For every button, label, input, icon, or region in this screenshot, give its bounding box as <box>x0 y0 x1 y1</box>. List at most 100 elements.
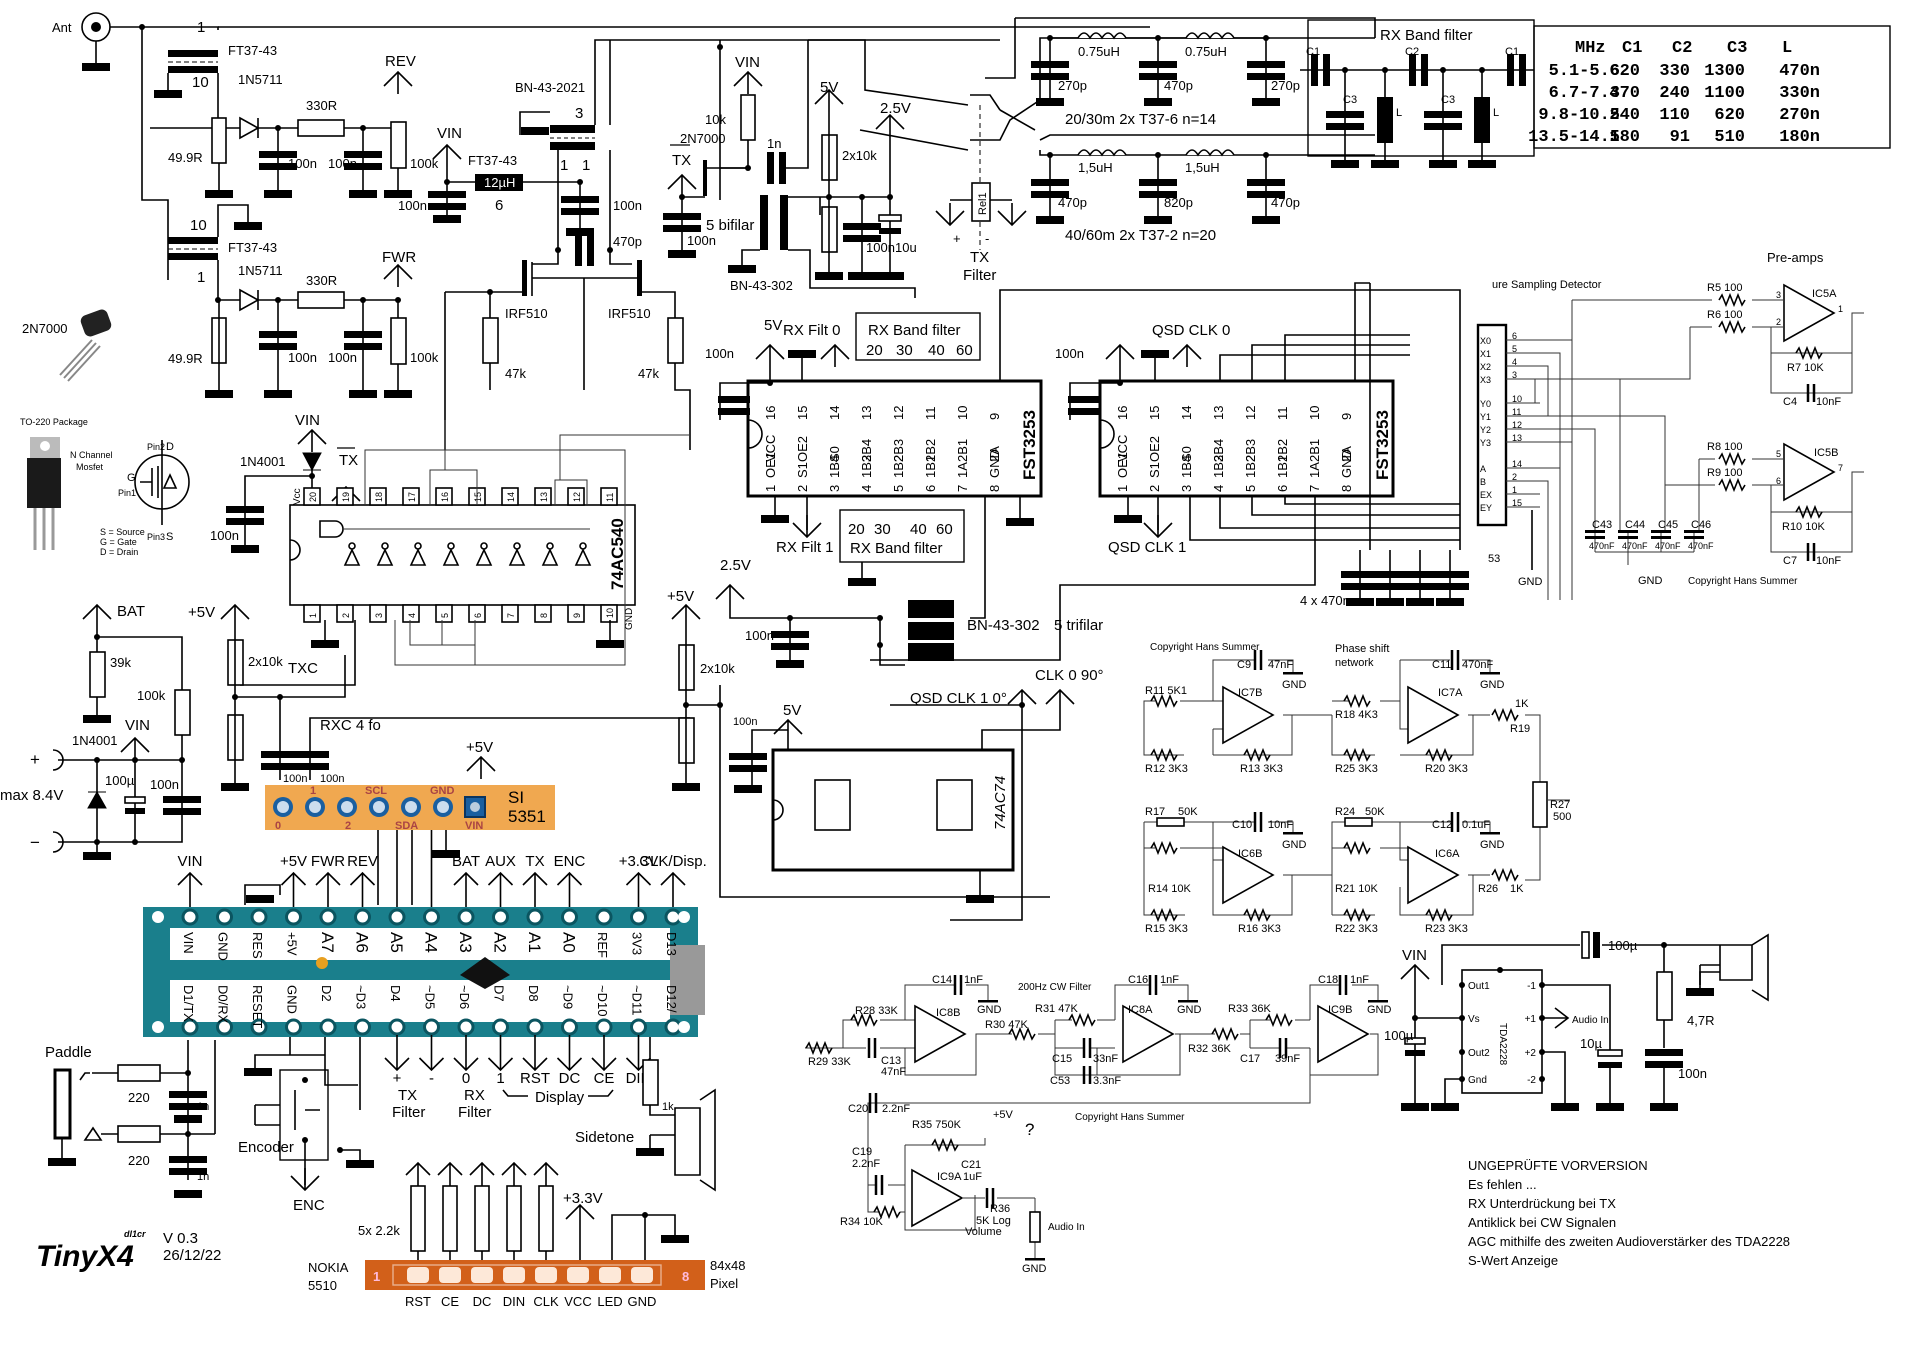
arduino-pin-label: REF <box>595 932 610 958</box>
svg-text:Mosfet: Mosfet <box>76 462 104 472</box>
pin-name: 2A <box>1339 446 1354 462</box>
signal-label: VIN <box>177 853 202 870</box>
svg-text:5K Log: 5K Log <box>976 1215 1011 1227</box>
svg-text:Phase shift: Phase shift <box>1335 643 1389 655</box>
table-cell: 180n <box>1779 128 1820 147</box>
svg-text:C18: C18 <box>1318 974 1338 986</box>
pin-number: 14 <box>1512 459 1522 469</box>
svg-text:100n: 100n <box>733 716 757 728</box>
svg-text:?: ? <box>1025 1120 1034 1139</box>
svg-text:FT37-43: FT37-43 <box>468 153 517 168</box>
pin-name: B <box>1480 477 1486 487</box>
svg-text:R30 47K: R30 47K <box>985 1019 1028 1031</box>
svg-text:RX: RX <box>464 1087 485 1104</box>
detector-caps: C43 C44 C45 C46 470nF 470nF 470nF 470nF … <box>1585 519 1798 587</box>
pin-number: 8 <box>539 613 549 618</box>
svg-text:Filter: Filter <box>458 1104 491 1121</box>
arduino-pin <box>250 908 268 926</box>
signal-arrow-icon <box>384 1035 410 1072</box>
svg-text:470nF: 470nF <box>1462 659 1493 671</box>
ic8b-stage: IC8B C14 1nF GND R28 33K R29 33K C13 47n… <box>805 974 1002 1078</box>
svg-text:+5V: +5V <box>188 604 215 621</box>
arduino-pin <box>526 908 544 926</box>
svg-text:R15 3K3: R15 3K3 <box>1145 923 1188 935</box>
svg-text:+: + <box>30 750 40 769</box>
pin-number: 3 <box>827 485 842 492</box>
pin-number: 11 <box>1275 407 1290 421</box>
tx-filter-band-a: 0.75uH 0.75uH 270p 470p 270p 20/30m 2x T… <box>1031 32 1300 128</box>
band-a-label: 20/30m 2x T37-6 n=14 <box>1065 111 1216 128</box>
chip-pin <box>369 604 387 623</box>
svg-text:GND: GND <box>1638 575 1663 587</box>
signal-arrow-icon <box>349 871 376 910</box>
svg-text:GND: GND <box>1282 839 1307 851</box>
chip-pin-label: +1 <box>1525 1014 1537 1025</box>
svg-text:IC7A: IC7A <box>1438 687 1463 699</box>
svg-text:4,7R: 4,7R <box>1687 1013 1714 1028</box>
pin-number: 6 <box>1512 331 1517 341</box>
svg-text:S: S <box>166 531 173 543</box>
arduino-pin-label: GND <box>216 932 231 961</box>
table-cell: 240 <box>1659 84 1690 103</box>
chip-pin-label: +2 <box>1525 1048 1537 1059</box>
svg-text:820p: 820p <box>1164 195 1193 210</box>
svg-text:GND: GND <box>1480 679 1505 691</box>
header-pin-hole <box>277 801 289 813</box>
note-line: S-Wert Anzeige <box>1468 1253 1558 1268</box>
svg-text:+3.3V: +3.3V <box>563 1190 603 1207</box>
inverter-icon <box>475 548 493 566</box>
arduino-pin-label: D13 <box>664 932 679 956</box>
pin-name: Y0 <box>1480 399 1491 409</box>
svg-text:470nF: 470nF <box>1589 541 1615 551</box>
pin-name: 1A <box>1307 462 1322 478</box>
svg-text:1n: 1n <box>197 1171 209 1183</box>
svg-text:RXC 4 fo: RXC 4 fo <box>320 717 381 734</box>
arduino-pin <box>388 908 406 926</box>
signal-label: RST <box>520 1070 550 1087</box>
svg-text:Display: Display <box>535 1089 585 1106</box>
diode-1n4001-icon <box>302 452 322 472</box>
svg-text:Filter: Filter <box>392 1104 425 1121</box>
svg-text:IC8B: IC8B <box>936 1007 960 1019</box>
table-cell: 9.8-10.5 <box>1538 106 1620 125</box>
pin-number: 13 <box>859 406 874 420</box>
signal-arrow-icon <box>315 871 341 910</box>
arduino-pin-label: D7 <box>492 985 507 1002</box>
arduino-pin-label: A3 <box>456 932 475 953</box>
svg-text:2.2nF: 2.2nF <box>852 1158 880 1170</box>
signal-label: CE <box>594 1070 615 1087</box>
svg-text:TO-220 Package: TO-220 Package <box>20 417 88 427</box>
ic9b-stage: IC9B C18 1nF GND R32 36K R33 36K C17 39n… <box>1180 974 1392 1076</box>
svg-text:C11: C11 <box>1432 659 1451 671</box>
pin-name: 2B1 <box>1307 439 1322 462</box>
pin-number: 12 <box>1512 420 1522 430</box>
svg-text:1nF: 1nF <box>1350 974 1369 986</box>
svg-text:100n: 100n <box>288 350 317 365</box>
display-pin <box>599 1267 621 1283</box>
svg-text:+: + <box>953 231 961 246</box>
chip-pin <box>435 487 453 506</box>
svg-text:Rel1: Rel1 <box>977 192 989 215</box>
pin-name: GND <box>987 449 1002 478</box>
inverter-icon <box>409 548 427 566</box>
svg-text:100n: 100n <box>398 198 427 213</box>
svg-text:R25 3K3: R25 3K3 <box>1335 763 1378 775</box>
svg-text:100µ: 100µ <box>1384 1028 1414 1043</box>
arduino-pin-label: D2 <box>319 985 334 1002</box>
svg-text:1n: 1n <box>767 136 781 151</box>
pin-name: X2 <box>1480 362 1491 372</box>
svg-text:C2: C2 <box>1405 46 1419 58</box>
svg-text:C44: C44 <box>1625 519 1645 531</box>
svg-text:5: 5 <box>1776 449 1781 459</box>
svg-text:L: L <box>1396 107 1402 119</box>
svg-text:TX: TX <box>672 152 691 169</box>
arduino-pin-label: D1/TX <box>181 985 196 1022</box>
svg-text:NOKIA: NOKIA <box>308 1260 349 1275</box>
svg-text:+5V: +5V <box>993 1109 1014 1121</box>
svg-text:470nF: 470nF <box>1622 541 1648 551</box>
pin-number: 13 <box>539 492 549 502</box>
svg-text:RX Filt 0: RX Filt 0 <box>783 322 841 339</box>
svg-text:R26: R26 <box>1478 883 1498 895</box>
chip-pin <box>534 487 552 506</box>
